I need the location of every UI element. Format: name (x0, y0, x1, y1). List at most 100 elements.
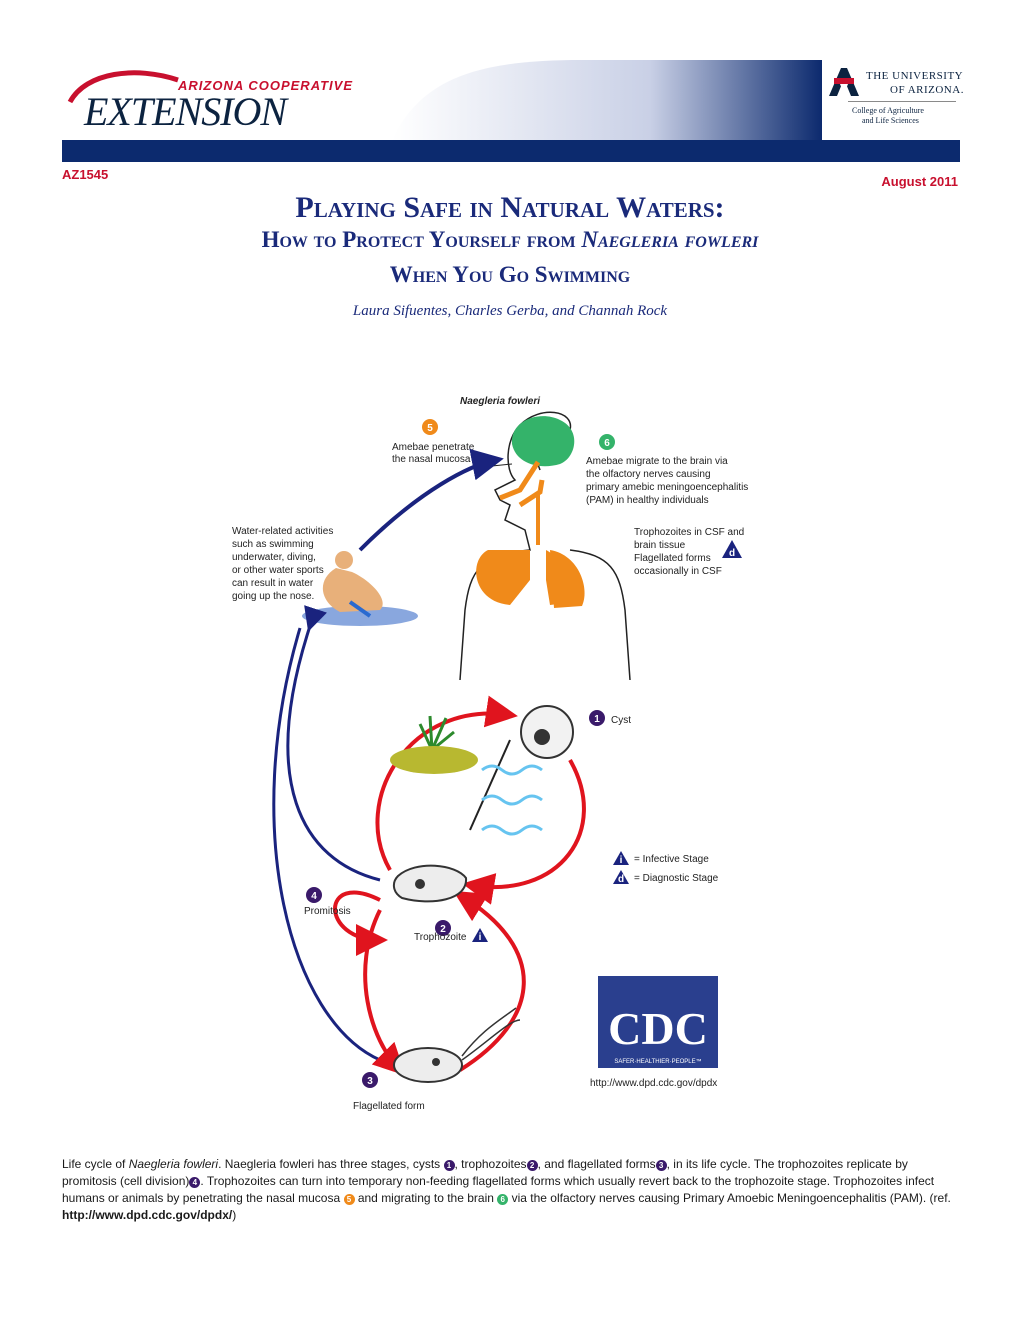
csf-line: brain tissue (634, 540, 686, 551)
trophozoite-to-water-arrow (286, 605, 381, 882)
trophozoite-to-flagellate-arrow (363, 909, 406, 1076)
diagnostic-stage-icon (613, 870, 629, 884)
step-5-number: 5 (427, 423, 433, 434)
diagram-title: Naegleria fowleri (460, 396, 540, 407)
flagellate-to-trophozoite-arrow (453, 890, 526, 1072)
subtitle-line2: When You Go Swimming (389, 262, 631, 287)
trophozoite-icon (392, 864, 468, 903)
water-activities-label: Water-related activities such as swimmin… (232, 526, 336, 602)
water-line: Water-related activities (232, 526, 333, 537)
water-line: going up the nose. (232, 591, 314, 602)
cdc-tagline: SAFER·HEALTHIER·PEOPLE™ (614, 1058, 701, 1065)
reference-link[interactable]: http://www.dpd.cdc.gov/dpdx/ (62, 1208, 233, 1222)
cyst-label: Cyst (611, 715, 631, 726)
life-cycle-diagram: Naegleria fowleri 5 Amebae penetrate the… (232, 396, 751, 1112)
caption-text: via the olfactory nerves causing Primary… (508, 1191, 951, 1205)
brain-icon (511, 416, 575, 467)
publication-number: AZ1545 (62, 167, 109, 182)
caption-text: ) (232, 1208, 237, 1222)
csf-line: Trophozoites in CSF and (634, 527, 744, 538)
plant-icon (390, 715, 478, 774)
flagellated-label: Flagellated form (353, 1101, 425, 1112)
university-logo-icon (829, 68, 859, 96)
step-1-badge: 1 (443, 1160, 455, 1171)
caption-organism: Naegleria fowleri (128, 1157, 219, 1171)
header-blue-bar (62, 140, 960, 162)
step-5-line: the nasal mucosa (392, 454, 471, 465)
water-waves-icon (481, 764, 543, 836)
program-name-top: ARIZONA COOPERATIVE (178, 78, 354, 93)
step-5-label: Amebae penetrate the nasal mucosa (392, 442, 477, 465)
caption-text: . Trophozoites can turn into temporary n… (62, 1174, 935, 1205)
university-name-line1: THE UNIVERSITY (866, 70, 964, 82)
csf-line: Flagellated forms (634, 553, 711, 564)
caption-text: . Naegleria fowleri has three stages, cy… (218, 1157, 444, 1171)
infection-arrow (358, 448, 504, 552)
caption-text: Life cycle of (62, 1157, 129, 1171)
cyst-to-trophozoite-arrow (462, 759, 586, 905)
step-6-marker (599, 434, 615, 450)
extension-wordmark: EXTENSION (84, 89, 287, 134)
left-lung-icon (476, 550, 530, 605)
human-head-torso (459, 411, 631, 681)
infective-stage-icon (472, 928, 488, 942)
caption-text: and migrating to the brain (354, 1191, 498, 1205)
step-6-line: (PAM) in healthy individuals (586, 495, 709, 506)
trophozoite-marker (435, 920, 451, 936)
step-6-label: Amebae migrate to the brain via the olfa… (586, 456, 751, 506)
svg-text:i: i (620, 855, 623, 866)
college-name-line1: College of Agriculture (852, 106, 924, 115)
water-line: or other water sports (232, 565, 324, 576)
nasal-pathway (499, 460, 545, 508)
trophozoite-label: Trophozoite (414, 932, 467, 943)
svg-text:d: d (618, 874, 624, 885)
step-5-marker (422, 419, 438, 435)
trophozoite-to-cyst-arrow (375, 695, 518, 871)
header-band (392, 60, 960, 140)
cdc-logo: CDC SAFER·HEALTHIER·PEOPLE™ (598, 976, 718, 1068)
infective-stage-icon (613, 851, 629, 865)
diagnostic-stage-icon (722, 540, 742, 558)
legend-infective: = Infective Stage (634, 854, 709, 865)
cdc-wordmark: CDC (608, 1003, 708, 1054)
step-6-line: the olfactory nerves causing (586, 469, 711, 480)
subtitle-line1: How to Protect Yourself from Naegleria f… (0, 227, 1020, 253)
step-6-number: 6 (604, 438, 610, 449)
cyst-marker (589, 710, 605, 726)
svg-text:d: d (729, 548, 735, 559)
promitosis-marker (306, 887, 322, 903)
swimmer-icon (302, 551, 418, 626)
csf-label: Trophozoites in CSF and brain tissue Fla… (634, 527, 747, 577)
legend-diagnostic: = Diagnostic Stage (634, 873, 719, 884)
flagellate-to-water-arrow (272, 627, 381, 1062)
csf-line: occasionally in CSF (634, 566, 722, 577)
flagellated-form-icon (393, 1047, 463, 1083)
water-line: can result in water (232, 578, 314, 589)
caption-text: , trophozoites (454, 1157, 527, 1171)
water-line: underwater, diving, (232, 552, 316, 563)
caption-text: , in its life cycle. The trophozoites re… (62, 1157, 908, 1188)
flagellated-number: 3 (367, 1076, 373, 1087)
trophozoite-number: 2 (440, 924, 446, 935)
step-5-badge: 5 (343, 1194, 355, 1205)
subtitle-organism: Naegleria fowleri (581, 227, 759, 252)
promitosis-label: Promitosis (304, 906, 351, 917)
water-line: such as swimming (232, 539, 314, 550)
university-name-line2: OF ARIZONA. (890, 84, 964, 96)
figure-caption: Life cycle of Naegleria fowleri. Naegler… (62, 1156, 958, 1224)
step-6-badge: 6 (497, 1194, 509, 1205)
right-lung-icon (546, 550, 585, 608)
flagellated-marker (362, 1072, 378, 1088)
step-6-line: primary amebic meningoencephalitis (586, 482, 748, 493)
promitosis-loop-arrow (333, 890, 388, 956)
step-5-line: Amebae penetrate (392, 442, 475, 453)
cdc-url: http://www.dpd.cdc.gov/dpdx (590, 1078, 717, 1089)
step-4-badge: 4 (189, 1177, 201, 1188)
caption-text: , and flagellated forms (537, 1157, 656, 1171)
publication-date: August 2011 (881, 174, 958, 189)
step-3-badge: 3 (655, 1160, 667, 1171)
college-name-line2: and Life Sciences (862, 116, 919, 125)
extension-swoosh (67, 70, 179, 104)
step-6-line: Amebae migrate to the brain via (586, 456, 728, 467)
cyst-number: 1 (594, 714, 600, 725)
